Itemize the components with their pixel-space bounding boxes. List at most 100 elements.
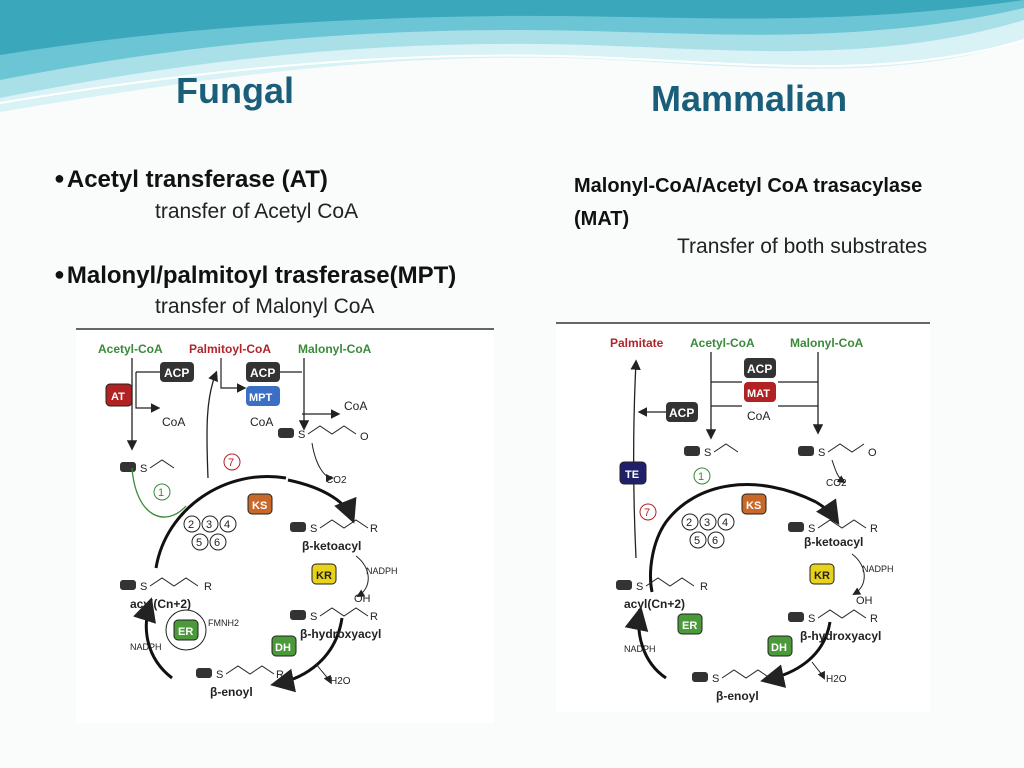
s-label-enoyl: S xyxy=(712,673,719,685)
fmnh2-label: FMNH2 xyxy=(208,618,239,628)
kr-enzyme-box xyxy=(809,563,835,585)
er-enzyme-box xyxy=(173,619,199,641)
step-7-label: 7 xyxy=(644,507,650,519)
co2-label: CO2 xyxy=(326,475,347,486)
s-label-malonyl: S xyxy=(818,447,825,459)
kr-enzyme-label: KR xyxy=(814,570,830,582)
mammalian-title: Mammalian xyxy=(651,78,848,119)
mpt-enzyme-box xyxy=(246,386,280,406)
oh-label: OH xyxy=(354,593,371,605)
mammalian-diagram-panel: Palmitate Acetyl-CoA Malonyl-CoA ACP MAT… xyxy=(556,322,930,712)
mat-description: Transfer of both substrates xyxy=(677,235,928,258)
hydroxyacyl-label: β-hydroxyacyl xyxy=(800,629,881,643)
at-description: transfer of Acetyl CoA xyxy=(155,200,359,223)
enoyl-label: β-enoyl xyxy=(716,689,759,703)
num-3: 3 xyxy=(206,519,212,531)
step-1-label: 1 xyxy=(698,471,704,483)
step-7-label: 7 xyxy=(228,457,234,469)
kr-enzyme-label: KR xyxy=(316,570,332,582)
mat-heading-line1: Malonyl-CoA/Acetyl CoA trasacylase xyxy=(574,175,923,197)
s-label-keto: S xyxy=(310,523,317,535)
mpt-heading: Malonyl/palmitoyl trasferase(MPT) xyxy=(66,262,457,289)
num-3: 3 xyxy=(704,517,710,529)
s-label-acyl: S xyxy=(140,581,147,593)
nadph-label-2: NADPH xyxy=(130,642,162,652)
mat-heading-line2: (MAT) xyxy=(574,208,630,230)
r-label-keto: R xyxy=(370,523,378,535)
s-label-hydroxy: S xyxy=(808,613,815,625)
ks-enzyme-label: KS xyxy=(746,500,761,512)
acp-box-2 xyxy=(666,402,698,422)
num-2: 2 xyxy=(188,519,194,531)
co2-label: CO2 xyxy=(826,478,847,489)
malonyl-coa-label: Malonyl-CoA xyxy=(790,336,864,350)
h2o-label: H2O xyxy=(826,674,847,685)
num-6: 6 xyxy=(214,537,220,549)
acyl-label: acyl(Cn+2) xyxy=(130,597,191,611)
acp-box-1 xyxy=(160,362,194,382)
s-label-malonyl: S xyxy=(298,429,305,441)
s-label-acetyl: S xyxy=(140,463,147,475)
num-5: 5 xyxy=(196,537,202,549)
coa-label-3: CoA xyxy=(344,399,367,413)
num-5: 5 xyxy=(694,535,700,547)
r-label-keto: R xyxy=(870,523,878,535)
fungal-bullet-at: ●Acetyl transferase (AT) xyxy=(54,166,328,194)
r-label-hydroxy: R xyxy=(870,613,878,625)
bullet-dot: ● xyxy=(54,168,65,188)
acp-box-1 xyxy=(744,358,776,378)
o-label-malonyl: O xyxy=(360,431,369,443)
s-label-hydroxy: S xyxy=(310,611,317,623)
ketoacyl-label: β-ketoacyl xyxy=(302,539,361,553)
dh-enzyme-label: DH xyxy=(771,642,787,654)
nadph-label-1: NADPH xyxy=(366,566,398,576)
fungal-title: Fungal xyxy=(176,70,294,111)
nadph-label-1: NADPH xyxy=(862,564,894,574)
dh-enzyme-label: DH xyxy=(275,642,291,654)
mpt-enzyme-label: MPT xyxy=(249,392,273,404)
fungal-diagram: Acetyl-CoA Palmitoyl-CoA Malonyl-CoA AT … xyxy=(76,328,494,699)
acp-label-2: ACP xyxy=(669,406,694,420)
step-1-label: 1 xyxy=(158,487,164,499)
ks-enzyme-box xyxy=(247,493,273,515)
coa-label-1: CoA xyxy=(747,409,770,423)
palmitoyl-coa-label: Palmitoyl-CoA xyxy=(189,342,271,356)
h2o-label: H2O xyxy=(330,676,351,687)
mat-enzyme-box xyxy=(744,382,776,402)
te-enzyme-label: TE xyxy=(625,469,639,481)
acp-box-2 xyxy=(246,362,280,382)
num-4: 4 xyxy=(722,517,728,529)
acetyl-coa-label: Acetyl-CoA xyxy=(690,336,755,350)
ks-enzyme-label: KS xyxy=(252,500,267,512)
mammalian-diagram: Palmitate Acetyl-CoA Malonyl-CoA ACP MAT… xyxy=(556,322,930,703)
s-label-acyl: S xyxy=(636,581,643,593)
fungal-bullet-mpt: ●Malonyl/palmitoyl trasferase(MPT) xyxy=(54,262,456,290)
ks-enzyme-box xyxy=(741,493,767,515)
kr-enzyme-box xyxy=(311,563,337,585)
r-label-enoyl: R xyxy=(774,673,782,685)
dh-enzyme-box xyxy=(271,635,297,657)
mat-enzyme-label: MAT xyxy=(747,388,770,400)
nadph-label-2: NADPH xyxy=(624,644,656,654)
te-enzyme-box xyxy=(619,461,647,485)
er-enzyme-label: ER xyxy=(682,620,697,632)
r-label-hydroxy: R xyxy=(370,611,378,623)
bullet-dot: ● xyxy=(54,264,65,284)
ketoacyl-label: β-ketoacyl xyxy=(804,535,863,549)
s-label-keto: S xyxy=(808,523,815,535)
malonyl-coa-label: Malonyl-CoA xyxy=(298,342,372,356)
o-label-malonyl: O xyxy=(868,447,877,459)
coa-label-1: CoA xyxy=(162,415,185,429)
at-heading: Acetyl transferase (AT) xyxy=(66,166,328,193)
enoyl-label: β-enoyl xyxy=(210,685,253,699)
r-label-acyl: R xyxy=(204,581,212,593)
acetyl-coa-label: Acetyl-CoA xyxy=(98,342,163,356)
s-label-acetyl: S xyxy=(704,447,711,459)
dh-enzyme-box xyxy=(767,635,793,657)
coa-label-2: CoA xyxy=(250,415,273,429)
num-2: 2 xyxy=(686,517,692,529)
acyl-label: acyl(Cn+2) xyxy=(624,597,685,611)
er-enzyme-label: ER xyxy=(178,626,193,638)
fungal-diagram-panel: Acetyl-CoA Palmitoyl-CoA Malonyl-CoA AT … xyxy=(76,328,494,723)
